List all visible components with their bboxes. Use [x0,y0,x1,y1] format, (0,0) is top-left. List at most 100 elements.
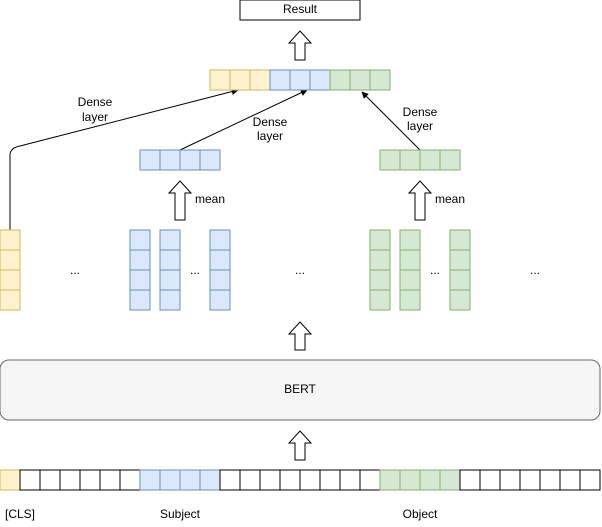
input-token [239,469,261,491]
subject-output-cell [129,269,151,291]
input-token [79,469,101,491]
subject-output-cell [159,229,181,251]
concat-subject-cell [309,69,331,91]
object-output-cell [369,289,391,311]
input-token-cls [0,469,21,491]
dense-label-object-line2: layer [407,119,433,133]
object-output-cell [399,289,421,311]
cls-output-cell [0,229,21,251]
input-token [459,469,481,491]
input-token-object [399,469,421,491]
concat-object-cell [369,69,391,91]
object-output-cell [399,249,421,271]
input-token-subject [179,469,201,491]
input-token [59,469,81,491]
concat-subject-cell [289,69,311,91]
subject-output-cell [159,269,181,291]
cls-output-column [0,229,21,311]
cls-output-cell [0,249,21,271]
input-token [39,469,61,491]
cls-label: [CLS] [5,507,35,521]
object-mean-cell [399,149,421,171]
ellipsis: ... [530,263,540,277]
object-mean-label: mean [435,192,465,206]
subject-output-cell [129,249,151,271]
object-output-cell [449,249,471,271]
subject-mean-label: mean [195,192,225,206]
object-output-cell [449,289,471,311]
subject-output-cell [129,289,151,311]
input-token-subject [159,469,181,491]
input-token [579,469,601,491]
input-token-subject [139,469,161,491]
object-mean-cell [439,149,461,171]
subject-label: Subject [160,507,201,521]
input-token [299,469,321,491]
dense-label-subject-line2: layer [257,129,283,143]
object-mean-cell [419,149,441,171]
dense-label-object-line1: Dense [403,105,438,119]
subject-mean-cell [159,149,181,171]
subject-output-cell [209,249,231,271]
subject-output-cell [209,229,231,251]
input-token-object [419,469,441,491]
object-output-cell [399,229,421,251]
subject-mean-cell [199,149,221,171]
cls-output-cell [0,289,21,311]
dense-label-cls-line1: Dense [78,95,113,109]
result-box: Result [239,0,361,21]
subject-mean-cell [179,149,201,171]
input-token-object [379,469,401,491]
object-output-column [399,229,421,311]
concat-subject-cell [269,69,291,91]
concatenated-vector [209,69,391,91]
subject-output-cell [209,289,231,311]
input-token [559,469,581,491]
subject-output-column [129,229,151,311]
input-token [359,469,381,491]
ellipsis: ... [70,263,80,277]
up-arrow-object-mean [407,180,433,221]
input-token [219,469,241,491]
subject-output-column [159,229,181,311]
object-output-cell [399,269,421,291]
subject-output-cell [159,249,181,271]
dense-arrow-object [361,91,421,151]
input-token [279,469,301,491]
object-output-cell [449,229,471,251]
bert-label: BERT [284,382,316,396]
up-arrow-bert-output [287,321,313,351]
dense-arrow-cls [9,88,239,230]
input-token-object [439,469,461,491]
subject-output-column [209,229,231,311]
object-mean-vector [379,149,461,171]
concat-object-cell [349,69,371,91]
bert-box: BERT [0,359,601,421]
object-output-cell [449,269,471,291]
dense-label-subject-line1: Dense [253,115,288,129]
ellipsis: ... [295,263,305,277]
subject-output-cell [209,269,231,291]
dense-arrow-subject [179,89,308,151]
input-token [319,469,341,491]
object-output-cell [369,269,391,291]
concat-cls-cell [229,69,251,91]
object-label: Object [403,507,438,521]
result-label: Result [283,2,318,16]
subject-output-cell [159,289,181,311]
ellipsis: ... [430,263,440,277]
input-token-subject [199,469,221,491]
concat-object-cell [329,69,351,91]
object-mean-cell [379,149,401,171]
object-output-cell [369,249,391,271]
object-output-column [449,229,471,311]
cls-output-cell [0,269,21,291]
subject-output-cell [129,229,151,251]
dense-label-cls-line2: layer [82,110,108,124]
concat-cls-cell [209,69,231,91]
input-token [499,469,521,491]
input-token [519,469,541,491]
object-output-column [369,229,391,311]
up-arrow-bert-input [287,430,313,461]
